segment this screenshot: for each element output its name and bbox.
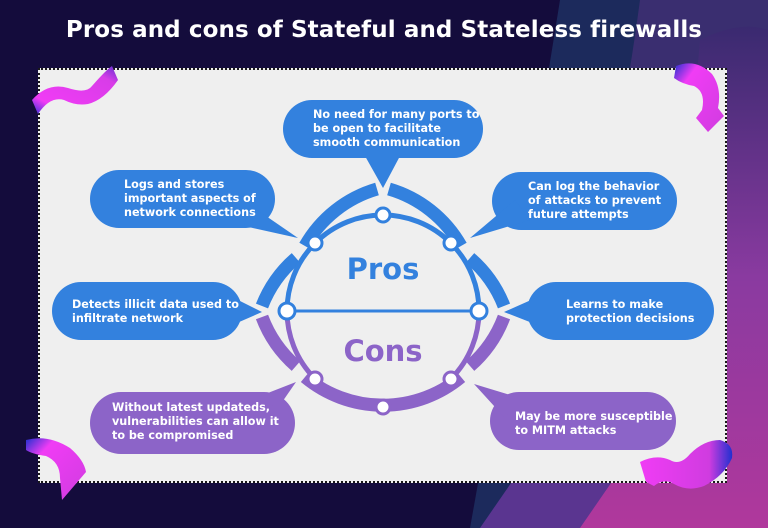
squiggle-top-left-icon [32,66,118,114]
bubble-lower-left [90,382,296,454]
pros-label: Pros [346,252,420,286]
bubble-left [52,282,262,340]
squiggle-top-right-icon [674,63,724,133]
squiggle-bottom-left-icon [26,438,86,500]
bubble-top [283,100,483,188]
squiggle-bottom-right-icon [640,440,733,489]
pro-text-upper-right: Can log the behavior of attacks to preve… [528,180,662,221]
page-title: Pros and cons of Stateful and Stateless … [65,17,703,43]
bubble-upper-right [470,172,677,238]
con-text-lower-right: May be more susceptible to MITM attacks [515,410,673,437]
ring-nodes [277,206,489,416]
pro-text-upper-left: Logs and stores important aspects of net… [124,178,256,219]
pro-text-right: Learns to make protection decisions [566,298,695,325]
cons-label: Cons [343,334,423,368]
pro-text-left: Detects illicit data used to infiltrate … [72,298,239,325]
bubble-lower-right [474,384,676,450]
bubble-right [504,282,714,340]
con-text-lower-left: Without latest updateds, vulnerabilities… [112,401,279,442]
bubble-upper-left [90,170,298,238]
pro-text-top: No need for many ports to be open to fac… [313,108,480,149]
